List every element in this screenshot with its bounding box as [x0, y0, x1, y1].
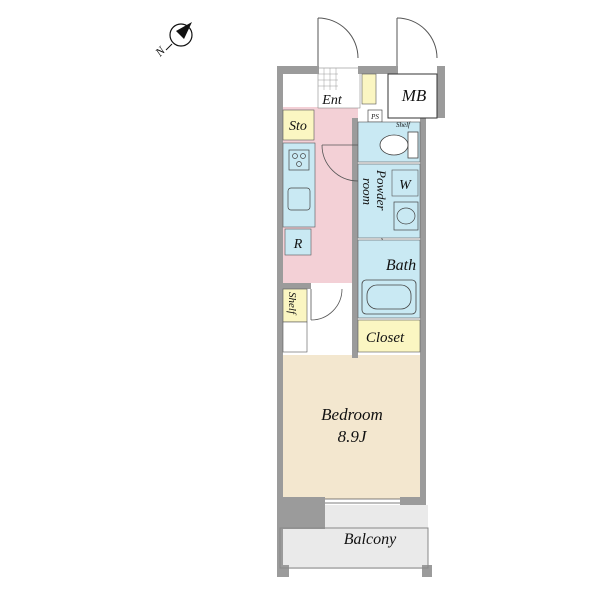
shelf-label: Shelf — [286, 292, 298, 316]
storage-label: Sto — [289, 119, 307, 134]
bedroom-size-label: 8.9J — [338, 427, 368, 446]
meter-box — [387, 73, 438, 119]
vanity-sink-icon — [393, 201, 419, 231]
meter-box-label: MB — [401, 86, 427, 105]
kitchen-counter — [282, 142, 316, 228]
bedroom-window — [325, 498, 400, 504]
washer-label: W — [399, 178, 412, 193]
sink-icon — [287, 187, 311, 211]
bath-room — [357, 239, 421, 319]
washer — [391, 169, 419, 197]
compass-north-label: N — [152, 43, 169, 60]
entry-tile-grid — [318, 68, 338, 90]
refrigerator-label: R — [293, 237, 303, 252]
toilet-shelf-label: Shelf — [396, 121, 411, 129]
bathtub-icon — [361, 279, 417, 315]
shoe-cabinet — [361, 73, 377, 105]
bedroom-floor — [283, 355, 423, 499]
pipe-space-label: PS — [370, 113, 379, 121]
north-arrow-icon — [165, 22, 193, 51]
powder-room-label-line1: Powder — [374, 169, 389, 211]
walls — [277, 66, 445, 577]
stove-icon — [288, 149, 310, 171]
shelf-lower — [282, 321, 308, 353]
shelf — [282, 288, 308, 323]
bath-label: Bath — [386, 257, 416, 274]
balcony-label: Balcony — [344, 531, 397, 548]
refrigerator — [284, 228, 312, 256]
toilet-icon — [379, 131, 419, 159]
compass: N — [152, 22, 193, 60]
bedroom-label: Bedroom — [321, 405, 383, 424]
entry-steps — [317, 67, 361, 109]
closet — [357, 319, 421, 353]
entrance-label: Ent — [321, 93, 343, 108]
powder-room-label-line2: room — [360, 178, 375, 205]
entrance-door-swings — [317, 17, 438, 66]
balcony-railing — [279, 527, 429, 569]
storage — [282, 109, 315, 141]
closet-label: Closet — [366, 330, 405, 346]
